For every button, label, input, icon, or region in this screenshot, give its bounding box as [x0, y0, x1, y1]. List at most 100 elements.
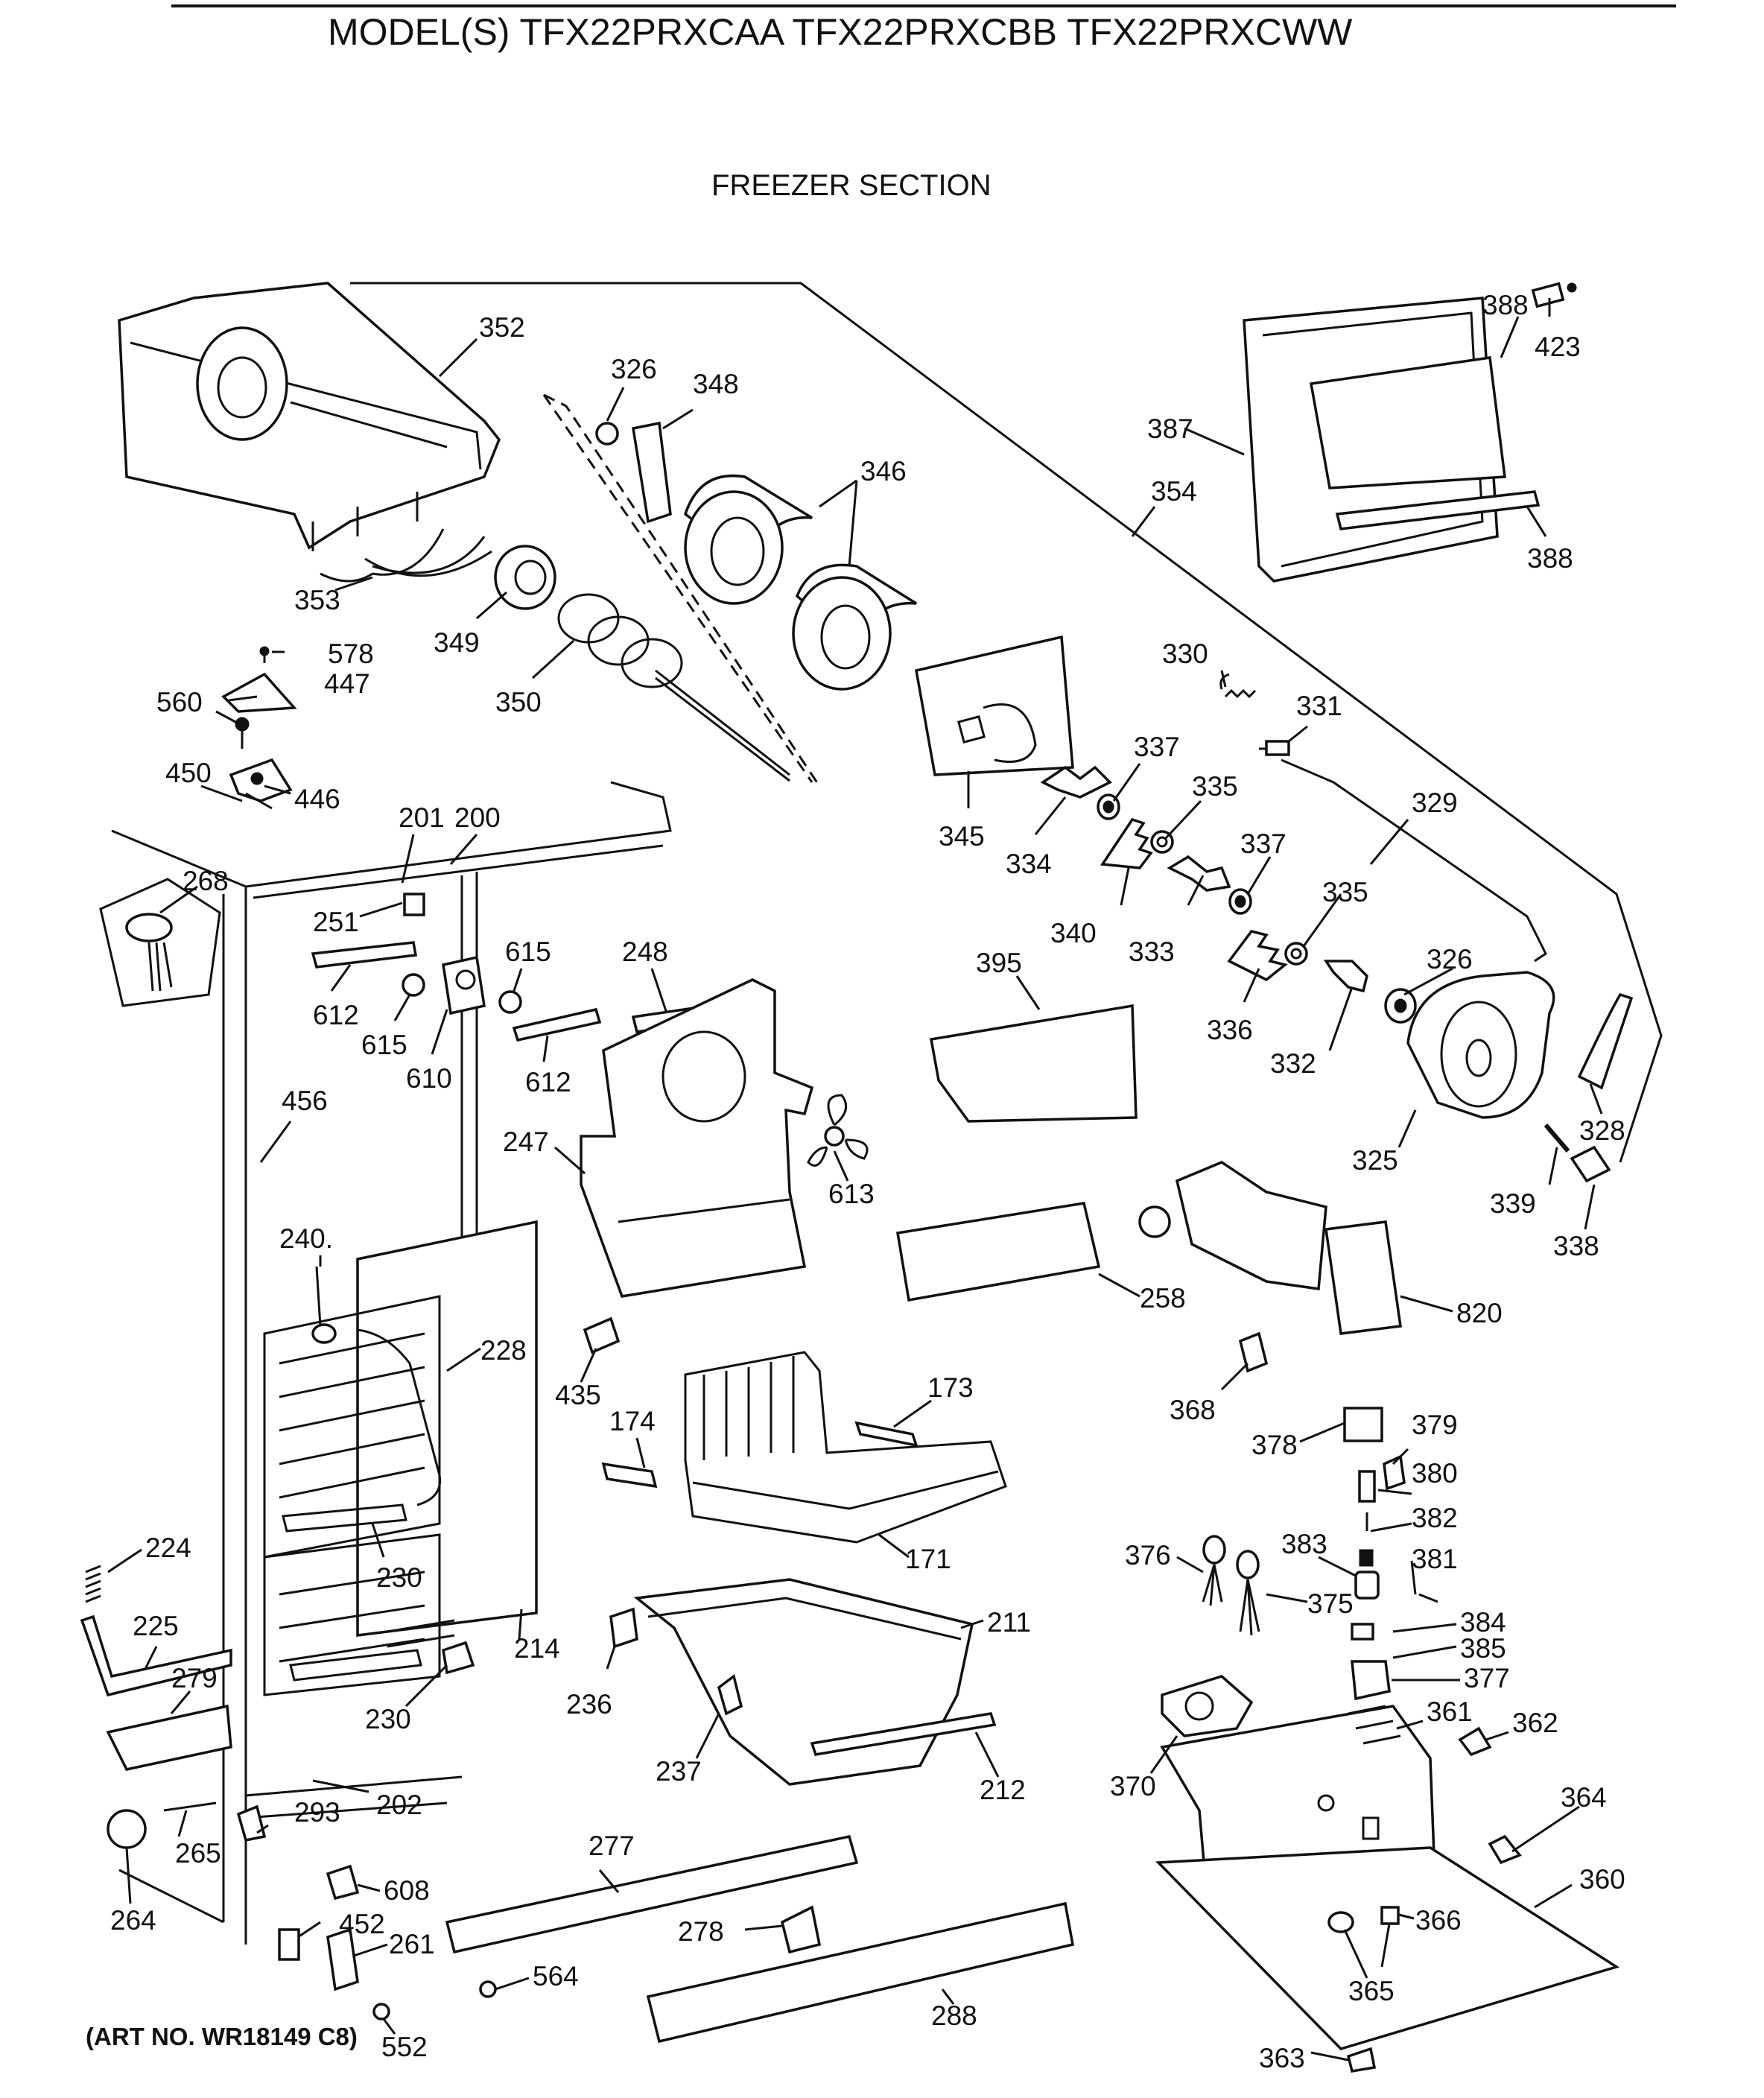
label-261: 261 [389, 1929, 435, 1959]
label-552: 552 [381, 2032, 428, 2062]
grille-288 [646, 1901, 1075, 2044]
label-380: 380 [1412, 1458, 1458, 1489]
drain-tube-225 [80, 1614, 232, 1697]
part-251 [403, 893, 425, 916]
rod-265 [163, 1801, 217, 1812]
motor-housing-325 [1406, 971, 1555, 1119]
label-268: 268 [183, 866, 229, 896]
label-423: 423 [1535, 332, 1581, 362]
evaporator-panel-214 [263, 1220, 538, 1696]
freezer-cabinet [111, 781, 672, 1945]
label-333: 333 [1129, 937, 1175, 967]
model-title: MODEL(S) TFX22PRXCAA TFX22PRXCBB TFX22PR… [328, 11, 1353, 53]
label-224: 224 [145, 1533, 191, 1563]
label-278: 278 [678, 1916, 724, 1947]
label-446: 446 [294, 784, 340, 814]
spring-224 [85, 1565, 101, 1603]
label-326b: 326 [1427, 944, 1473, 974]
cam-332 [1323, 960, 1368, 993]
shield-395 [929, 1004, 1138, 1123]
label-820: 820 [1456, 1298, 1503, 1328]
bracket-368 [1238, 1331, 1269, 1373]
label-258: 258 [1140, 1283, 1186, 1313]
wire-basket-171 [684, 1351, 1007, 1544]
label-336: 336 [1207, 1015, 1253, 1045]
label-240: 240. [279, 1223, 333, 1254]
bracket-447 [221, 646, 297, 713]
label-334: 334 [1006, 849, 1052, 879]
label-613: 613 [828, 1179, 875, 1209]
washer-615a [498, 990, 522, 1014]
latch-237 [717, 1674, 743, 1716]
label-230b: 230 [365, 1704, 411, 1734]
label-174: 174 [609, 1406, 656, 1436]
label-564: 564 [533, 1961, 579, 1991]
part-435 [583, 1316, 621, 1354]
label-211: 211 [987, 1607, 1031, 1638]
screw-564 [479, 1980, 497, 1998]
label-612b: 612 [525, 1067, 571, 1097]
washer-615b [402, 973, 425, 997]
label-615a: 615 [505, 937, 551, 967]
plug-264 [107, 1809, 147, 1849]
part-423 [1531, 282, 1577, 308]
label-379: 379 [1412, 1410, 1458, 1440]
label-378: 378 [1251, 1430, 1298, 1460]
art-number: (ART NO. WR18149 C8) [86, 2023, 358, 2050]
label-612a: 612 [313, 1000, 359, 1030]
rod-381 [1418, 1593, 1438, 1603]
label-237: 237 [656, 1756, 702, 1787]
ice-bucket-352 [118, 282, 501, 583]
label-362: 362 [1512, 1708, 1558, 1738]
label-578: 578 [328, 638, 374, 669]
grommet-364 [1488, 1834, 1522, 1865]
solenoid-stack [1343, 1407, 1438, 1701]
label-385: 385 [1460, 1633, 1506, 1664]
label-349: 349 [434, 627, 480, 658]
clip-331 [1259, 740, 1290, 756]
motor-370 [1161, 1675, 1254, 1737]
label-328: 328 [1579, 1115, 1625, 1146]
part-365 [1327, 1911, 1354, 1933]
label-376: 376 [1125, 1540, 1171, 1571]
label-435: 435 [555, 1380, 601, 1410]
label-340: 340 [1050, 918, 1097, 948]
label-230a: 230 [376, 1562, 422, 1593]
label-236: 236 [566, 1689, 612, 1720]
assembly-outline [350, 282, 1663, 1163]
clip-366 [1380, 1906, 1400, 1925]
label-368: 368 [1170, 1395, 1216, 1425]
label-329: 329 [1412, 787, 1458, 818]
label-615b: 615 [361, 1030, 407, 1060]
rail-277 [445, 1834, 859, 1954]
label-251: 251 [313, 907, 359, 937]
label-363: 363 [1259, 2043, 1305, 2073]
label-279: 279 [171, 1663, 218, 1693]
label-353: 353 [294, 585, 340, 615]
label-173: 173 [927, 1372, 974, 1403]
label-212: 212 [980, 1775, 1026, 1805]
leader-lines [107, 298, 1603, 2061]
solenoid-378 [1343, 1407, 1383, 1442]
nut-326 [595, 422, 619, 446]
clip-230b [442, 1641, 475, 1675]
label-225: 225 [133, 1611, 179, 1641]
bracket-612b [512, 1007, 602, 1042]
harness-375 [1236, 1550, 1260, 1636]
pin-339 [1544, 1124, 1570, 1153]
label-560: 560 [156, 687, 203, 717]
label-331: 331 [1296, 691, 1342, 721]
rod-329 [1281, 758, 1547, 963]
handle-212 [810, 1712, 997, 1756]
label-171: 171 [905, 1544, 951, 1574]
label-350: 350 [495, 687, 542, 717]
spring-381 [1359, 1549, 1374, 1567]
label-381: 381 [1412, 1544, 1458, 1574]
washer-335b [1284, 942, 1308, 966]
bearing-349 [494, 545, 556, 610]
cam-334 [1040, 765, 1112, 799]
label-326a: 326 [611, 354, 657, 384]
ice-pan-211 [633, 1578, 974, 1786]
label-348: 348 [693, 369, 739, 399]
thermostat-240 [311, 1266, 337, 1344]
